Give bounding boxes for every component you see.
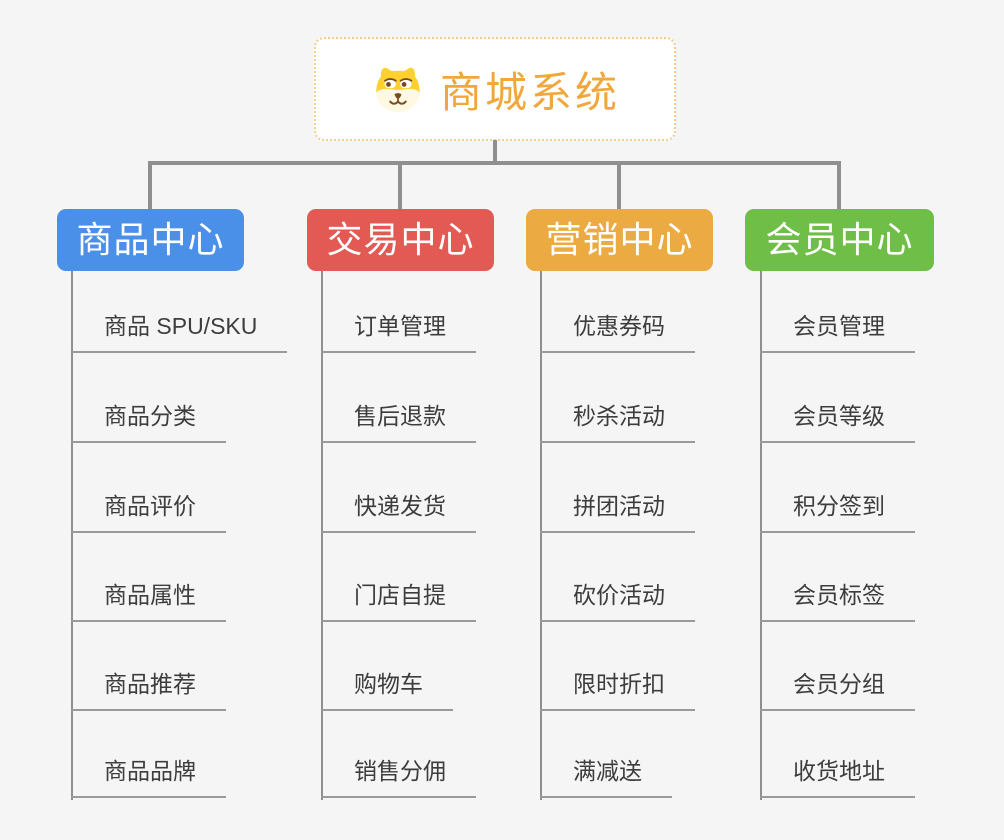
mindmap-node[interactable]: 商品 SPU/SKU [71, 311, 288, 353]
mindmap-node[interactable]: 快递发货 [321, 491, 476, 533]
mindmap-node[interactable]: 会员等级 [760, 401, 915, 443]
mindmap-node[interactable]: 商品属性 [71, 580, 226, 622]
mindmap-node[interactable]: 商品评价 [71, 491, 226, 533]
mindmap-node[interactable]: 会员管理 [760, 311, 915, 353]
mindmap-node[interactable]: 商品分类 [71, 401, 226, 443]
mindmap-node[interactable]: 秒杀活动 [540, 401, 695, 443]
root-node[interactable]: 商城系统 [314, 37, 676, 141]
branch-spine [540, 271, 542, 800]
mindmap-node[interactable]: 积分签到 [760, 491, 915, 533]
connector-drop-product [148, 163, 152, 210]
connector-drop-member [837, 163, 841, 210]
connector-drop-marketing [617, 163, 621, 210]
branch-spine [760, 271, 762, 800]
root-title: 商城系统 [439, 68, 620, 116]
connector-drop-trade [398, 163, 402, 210]
mindmap-node[interactable]: 销售分佣 [321, 756, 476, 798]
connector-bus [148, 161, 841, 165]
branch-column-trade: 订单管理 售后退款 快递发货 门店自提 购物车 销售分佣 [321, 271, 551, 802]
branch-spine [71, 271, 73, 800]
branch-column-product: 商品 SPU/SKU 商品分类 商品评价 商品属性 商品推荐 商品品牌 [71, 271, 301, 802]
mindmap-node[interactable]: 商品品牌 [71, 756, 226, 798]
dog-face-icon [370, 63, 426, 115]
branch-header-member[interactable]: 会员中心 [745, 209, 934, 271]
connector-root-stub [493, 140, 497, 164]
mindmap-node[interactable]: 会员标签 [760, 580, 915, 622]
mindmap-node[interactable]: 拼团活动 [540, 491, 695, 533]
mindmap-node[interactable]: 门店自提 [321, 580, 476, 622]
mindmap-node[interactable]: 商品推荐 [71, 669, 226, 711]
branch-header-trade[interactable]: 交易中心 [307, 209, 494, 271]
mindmap-node[interactable]: 订单管理 [321, 311, 476, 353]
branch-column-marketing: 优惠券码 秒杀活动 拼团活动 砍价活动 限时折扣 满减送 [540, 271, 770, 802]
branch-column-member: 会员管理 会员等级 积分签到 会员标签 会员分组 收货地址 [760, 271, 990, 802]
mindmap-node[interactable]: 购物车 [321, 669, 453, 711]
mindmap-node[interactable]: 限时折扣 [540, 669, 695, 711]
mindmap-node[interactable]: 砍价活动 [540, 580, 695, 622]
branch-header-marketing[interactable]: 营销中心 [526, 209, 713, 271]
branch-header-product[interactable]: 商品中心 [57, 209, 244, 271]
mindmap-node[interactable]: 售后退款 [321, 401, 476, 443]
mindmap-node[interactable]: 会员分组 [760, 669, 915, 711]
branch-spine [321, 271, 323, 800]
mindmap-node[interactable]: 收货地址 [760, 756, 915, 798]
mindmap-node[interactable]: 满减送 [540, 756, 672, 798]
mindmap-node[interactable]: 优惠券码 [540, 311, 695, 353]
